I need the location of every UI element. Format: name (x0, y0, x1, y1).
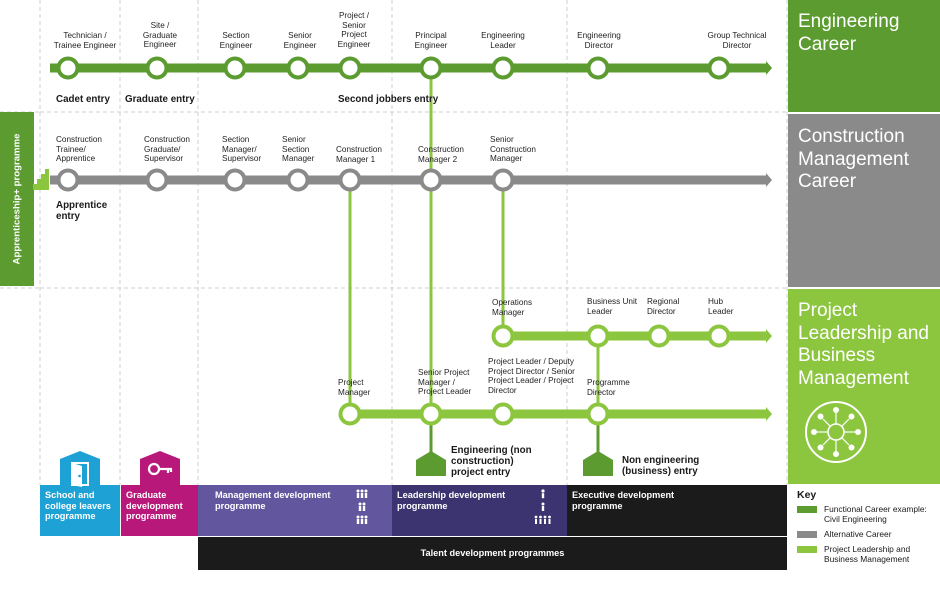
programme-management-label: Management development programme (215, 490, 331, 511)
role-project-leader-director: Project Leader / Deputy Project Director… (488, 357, 575, 395)
engineering-node (491, 56, 515, 80)
engineering-project-entry-label: Engineering (non construction) project e… (451, 445, 532, 478)
key-label-alternative: Alternative Career (824, 529, 892, 539)
role-senior-construction-manager: Senior Construction Manager (490, 135, 536, 164)
role-construction-trainee: Construction Trainee/ Apprentice (56, 135, 102, 164)
construction-node (419, 168, 443, 192)
role-section-manager: Section Manager/ Supervisor (222, 135, 262, 164)
panel-project-leadership-title: Project Leadership and Business Manageme… (798, 300, 929, 389)
engineering-entry-pin (416, 451, 446, 476)
engineering-node (223, 56, 247, 80)
career-nodes (56, 56, 731, 426)
stairs-icon (33, 169, 49, 190)
programme-executive-label: Executive development programme (572, 490, 675, 511)
key-label-project: Project Leadership and Business Manageme… (824, 544, 911, 564)
talent-development-label: Talent development programmes (420, 548, 565, 558)
team-icon (534, 489, 551, 524)
key-swatch-project (797, 546, 817, 553)
role-business-unit-leader: Business Unit Leader (587, 297, 638, 316)
role-project-engineer: Project / Senior Project Engineer (337, 11, 371, 49)
role-engineering-director: Engineering Director (577, 31, 621, 50)
programme-school-college: School and college leavers programme (40, 485, 120, 536)
role-programme-director: Programme Director (587, 378, 630, 397)
people-icon (356, 489, 368, 524)
engineering-track-arrow (766, 61, 772, 75)
engineering-node (707, 56, 731, 80)
project-track-arrow (766, 407, 772, 421)
role-group-technical-director: Group Technical Director (707, 31, 767, 50)
engineering-node (419, 56, 443, 80)
role-section-engineer: Section Engineer (219, 31, 253, 50)
panel-engineering-career: Engineering Career (788, 0, 940, 112)
business-entry-label: Non engineering (business) entry (622, 455, 700, 477)
role-engineering-leader: Engineering Leader (481, 31, 525, 50)
grid-lines (0, 0, 788, 485)
engineering-node (338, 56, 362, 80)
network-people-icon (805, 401, 867, 463)
business-node (586, 324, 610, 348)
cadet-entry-label: Cadet entry (56, 94, 110, 105)
programme-graduate-label: Graduate development programme (126, 490, 183, 521)
programme-school-college-label: School and college leavers programme (45, 490, 111, 521)
key-icon (140, 451, 180, 487)
programme-leadership-label: Leadership development programme (397, 490, 506, 511)
programme-graduate: Graduate development programme (121, 485, 198, 536)
key-swatch-functional (797, 506, 817, 513)
construction-node (145, 168, 169, 192)
construction-node (338, 168, 362, 192)
role-senior-section-manager: Senior Section Manager (282, 135, 315, 164)
key-title: Key (797, 489, 817, 501)
role-project-manager: Project Manager (338, 378, 371, 397)
construction-track-arrow (766, 173, 772, 187)
panel-project-leadership: Project Leadership and Business Manageme… (788, 289, 940, 484)
key-label-functional: Functional Career example: Civil Enginee… (824, 504, 927, 524)
apprenticeship-tab: Apprenticeship+ programme (0, 112, 34, 286)
role-hub-leader: Hub Leader (708, 297, 734, 316)
role-principal-engineer: Principal Engineer (414, 31, 448, 50)
business-node (647, 324, 671, 348)
business-entry-pin (583, 451, 613, 476)
programme-management-edge (198, 485, 210, 536)
business-node (491, 324, 515, 348)
engineering-node (286, 56, 310, 80)
talent-development-bar: Talent development programmes (198, 537, 787, 570)
business-node (707, 324, 731, 348)
programme-leadership: Leadership development programme (392, 485, 567, 536)
role-regional-director: Regional Director (647, 297, 680, 316)
graduate-entry-label: Graduate entry (125, 94, 195, 105)
project-node (419, 402, 443, 426)
construction-node (491, 168, 515, 192)
project-node (586, 402, 610, 426)
project-node (338, 402, 362, 426)
programme-executive: Executive development programme (567, 485, 787, 536)
role-senior-project-manager: Senior Project Manager / Project Leader (418, 368, 472, 397)
role-technician: Technician / Trainee Engineer (53, 31, 117, 50)
engineering-node (586, 56, 610, 80)
entry-markers (416, 451, 613, 476)
role-construction-manager-1: Construction Manager 1 (336, 145, 382, 164)
panel-construction-career: Construction Management Career (788, 114, 940, 287)
role-construction-manager-2: Construction Manager 2 (418, 145, 464, 164)
engineering-node (56, 56, 80, 80)
role-operations-manager: Operations Manager (492, 298, 533, 317)
construction-node (286, 168, 310, 192)
apprentice-entry-label: Apprentice entry (56, 200, 108, 222)
role-construction-graduate: Construction Graduate/ Supervisor (144, 135, 190, 164)
construction-node (223, 168, 247, 192)
door-icon (60, 451, 100, 487)
key-swatch-alternative (797, 531, 817, 538)
role-site-graduate-engineer: Site / Graduate Engineer (142, 21, 178, 50)
project-node (491, 402, 515, 426)
construction-node (56, 168, 80, 192)
career-lines (50, 61, 772, 460)
engineering-node (145, 56, 169, 80)
role-senior-engineer: Senior Engineer (283, 31, 317, 50)
business-track-arrow (766, 329, 772, 343)
second-jobbers-entry-label: Second jobbers entry (338, 94, 439, 105)
apprenticeship-tab-label: Apprenticeship+ programme (11, 133, 23, 265)
